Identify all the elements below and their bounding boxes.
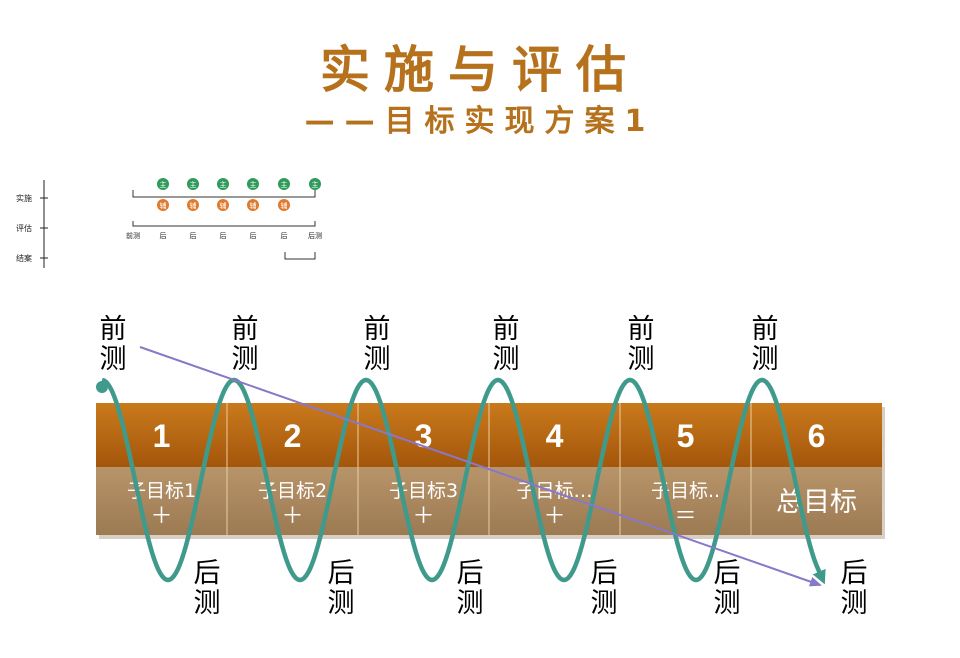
mini-tick-label: 后 [220,231,227,240]
stage-label: 子目标2 [258,480,327,502]
page-subtitle: ——目标实现方案1 [304,104,656,139]
post-test-label: 测 [327,588,355,619]
mini-orange-marker [187,199,199,211]
mini-green-marker-label: 主 [250,180,257,189]
stage-label: 子目标1 [127,480,196,502]
post-test-label: 后 [590,558,618,589]
stage-sign: ＝ [674,504,696,529]
mini-green-marker [187,178,199,190]
stage-sign: ＋ [281,504,303,529]
mini-orange-marker-label: 辅 [190,201,197,210]
stage-number: 6 [808,418,826,454]
mini-orange-marker-label: 辅 [220,201,227,210]
mini-tick-label: 后测 [308,231,322,240]
mini-orange-marker [217,199,229,211]
trend-arrow [139,346,822,587]
mini-green-marker-label: 主 [190,180,197,189]
mini-orange-marker-label: 辅 [250,201,257,210]
pre-test-label: 测 [363,344,391,375]
mini-row-label: 实施 [16,193,32,203]
post-test-label: 后 [840,558,868,589]
pre-test-label: 前 [492,314,520,345]
wave-start-dot [96,381,108,393]
mini-green-marker-label: 主 [312,180,319,189]
mini-tick-label: 后 [160,231,167,240]
pre-test-label: 前 [363,314,391,345]
mini-tick-label: 后 [281,231,288,240]
mini-green-marker [278,178,290,190]
pre-test-label: 前 [99,314,127,345]
mini-orange-marker-label: 辅 [160,201,167,210]
mini-orange-marker [157,199,169,211]
pre-test-label: 前 [231,314,259,345]
stage-number: 1 [153,418,171,454]
pre-test-label: 测 [627,344,655,375]
mini-green-marker-label: 主 [281,180,288,189]
page-title: 实施与评估 [320,41,640,99]
mini-row-label: 评估 [16,223,32,233]
mini-orange-marker [278,199,290,211]
post-test-label: 测 [713,588,741,619]
stage-number: 5 [677,418,695,454]
stage-sign: ＋ [150,504,172,529]
pre-test-label: 测 [99,344,127,375]
stage-label: 子目标3 [389,480,458,502]
mini-green-marker [247,178,259,190]
mini-row-label: 结案 [16,253,32,263]
mini-tick-label: 后 [250,231,257,240]
stage-label: 总目标 [776,487,857,518]
mini-tick-label: 后 [190,231,197,240]
post-test-label: 后 [713,558,741,589]
mini-orange-marker-label: 辅 [281,201,288,210]
post-test-label: 后 [193,558,221,589]
pre-test-label: 测 [751,344,779,375]
stage-number: 2 [284,418,302,454]
stage-number: 4 [546,418,564,454]
pre-test-label: 测 [231,344,259,375]
post-test-label: 后 [456,558,484,589]
pre-test-label: 前 [751,314,779,345]
progress-lines [96,346,826,587]
post-test-label: 测 [840,588,868,619]
mini-tick-label: 前测 [126,231,140,240]
pre-test-label: 测 [492,344,520,375]
mini-bracket-mid [132,221,316,227]
mini-green-marker [157,178,169,190]
post-test-label: 测 [590,588,618,619]
progress-wave [101,377,826,585]
mini-green-marker [217,178,229,190]
mini-green-marker-label: 主 [220,180,227,189]
mini-green-marker [309,178,321,190]
pre-test-label: 前 [627,314,655,345]
post-test-label: 测 [456,588,484,619]
mini-bracket-top [132,190,316,198]
stage-label: 子目标.. [651,480,720,502]
mini-green-marker-label: 主 [160,180,167,189]
post-test-label: 测 [193,588,221,619]
stage-sign: ＋ [543,504,565,529]
mini-bracket-end [284,252,316,260]
stage-sign: ＋ [412,504,434,529]
post-test-label: 后 [327,558,355,589]
mini-orange-marker [247,199,259,211]
